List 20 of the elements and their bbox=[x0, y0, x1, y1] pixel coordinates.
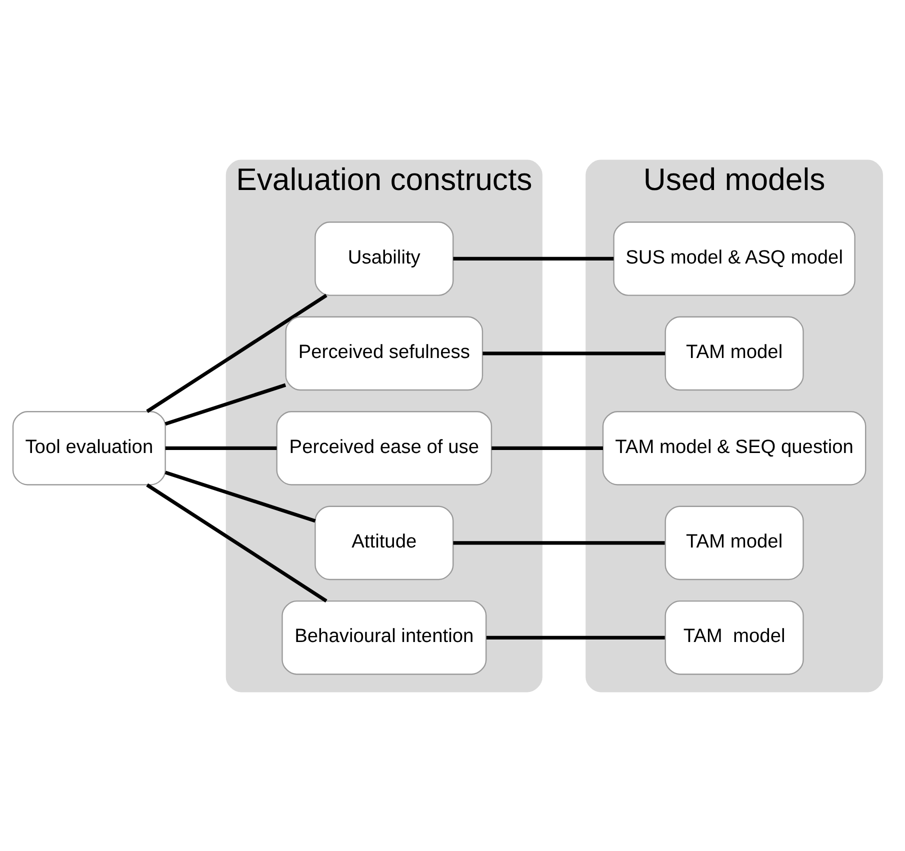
connector bbox=[492, 446, 603, 450]
node-box: TAM model bbox=[664, 316, 804, 390]
node-box: TAM model bbox=[664, 600, 804, 674]
node-box: Tool evaluation bbox=[12, 410, 166, 485]
node-box: TAM model & SEQ question bbox=[602, 410, 866, 485]
connector bbox=[165, 446, 277, 450]
connector bbox=[164, 382, 286, 426]
connector bbox=[146, 293, 328, 412]
node-box: TAM model bbox=[664, 505, 804, 580]
node-box: SUS model & ASQ model bbox=[613, 221, 856, 296]
connector bbox=[453, 540, 665, 544]
node-box: Perceived sefulness bbox=[285, 316, 484, 390]
node-box: Behavioural intention bbox=[282, 600, 487, 674]
node-box: Usability bbox=[314, 221, 454, 296]
connector bbox=[482, 351, 665, 355]
node-box: Perceived ease of use bbox=[276, 410, 492, 485]
connector bbox=[486, 635, 665, 639]
node-box: Attitude bbox=[314, 505, 454, 580]
connector bbox=[453, 256, 614, 260]
connector bbox=[164, 470, 316, 522]
